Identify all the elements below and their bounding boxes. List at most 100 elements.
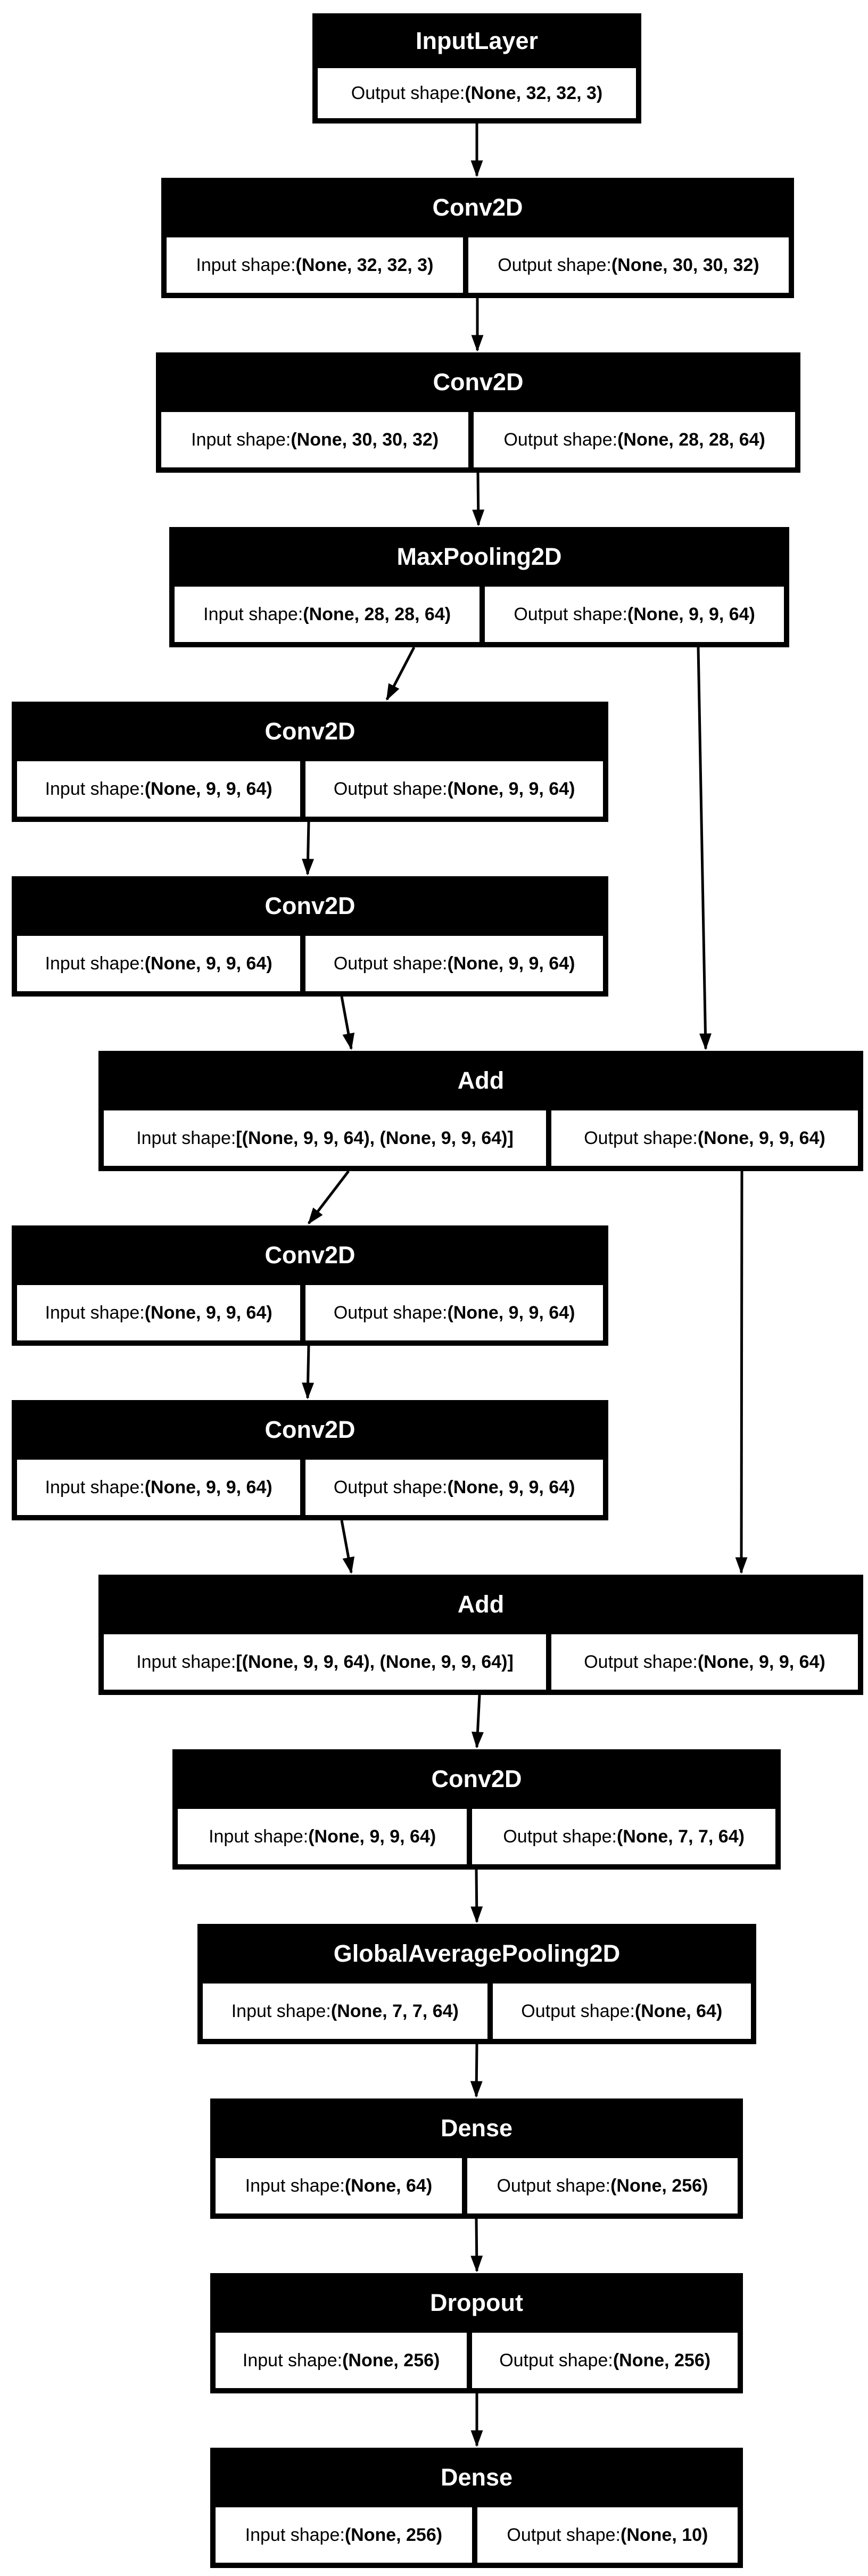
output-shape-value: (None, 9, 9, 64) — [697, 1127, 825, 1148]
input-shape-cell: Input shape: (None, 9, 9, 64) — [17, 1460, 301, 1515]
output-shape-cell: Output shape: (None, 9, 9, 64) — [305, 1460, 604, 1515]
layer-type-label: Dense — [440, 2464, 513, 2491]
edge-skip-max-pooling2d-to-add-1 — [697, 647, 712, 1050]
input-shape-value: (None, 9, 9, 64) — [144, 1302, 272, 1323]
output-shape-value: (None, 9, 9, 64) — [447, 778, 575, 799]
output-shape-value: (None, 64) — [634, 2001, 723, 2021]
output-shape-cell: Output shape: (None, 9, 9, 64) — [551, 1110, 858, 1166]
output-shape-prefix: Output shape: — [584, 1127, 698, 1148]
layer-type-label: MaxPooling2D — [396, 543, 562, 570]
output-shape-value: (None, 10) — [621, 2524, 708, 2545]
output-shape-cell: Output shape: (None, 7, 7, 64) — [472, 1809, 776, 1864]
output-shape-value: (None, 9, 9, 64) — [447, 1477, 575, 1497]
input-shape-value: (None, 30, 30, 32) — [291, 429, 439, 450]
input-shape-value: (None, 9, 9, 64) — [144, 778, 272, 799]
output-shape-value: (None, 9, 9, 64) — [627, 604, 755, 624]
layer-node-dense-2: Dense Input shape: (None, 256) Output sh… — [210, 2448, 743, 2568]
output-shape-cell: Output shape: (None, 28, 28, 64) — [474, 412, 796, 467]
input-shape-cell: Input shape: (None, 9, 9, 64) — [178, 1809, 467, 1864]
input-shape-prefix: Input shape: — [45, 778, 145, 799]
input-shape-cell: Input shape: (None, 256) — [216, 2507, 472, 2563]
input-shape-cell: Input shape: (None, 32, 32, 3) — [167, 237, 463, 293]
input-shape-cell: Input shape: (None, 64) — [216, 2158, 462, 2213]
layer-type-label: Conv2D — [264, 718, 356, 745]
edge-conv2d-6-to-add-2 — [340, 1520, 355, 1574]
input-shape-value: [(None, 9, 9, 64), (None, 9, 9, 64)] — [236, 1127, 514, 1148]
output-shape-prefix: Output shape: — [503, 1826, 617, 1847]
input-shape-prefix: Input shape: — [45, 953, 145, 974]
output-shape-prefix: Output shape: — [507, 2524, 621, 2545]
output-shape-value: (None, 7, 7, 64) — [616, 1826, 745, 1847]
input-shape-prefix: Input shape: — [136, 1127, 236, 1148]
edge-add-1-to-conv2d-5 — [308, 1170, 350, 1225]
edge-add-2-to-conv2d-7 — [472, 1694, 484, 1749]
input-shape-prefix: Input shape: — [203, 604, 303, 624]
input-shape-value: (None, 9, 9, 64) — [144, 953, 272, 974]
output-shape-value: (None, 9, 9, 64) — [697, 1651, 825, 1672]
input-shape-prefix: Input shape: — [45, 1302, 145, 1323]
edge-conv2d-5-to-conv2d-6 — [302, 1345, 315, 1400]
input-shape-prefix: Input shape: — [191, 429, 291, 450]
input-shape-value: (None, 64) — [344, 2175, 433, 2196]
layer-type-label: Conv2D — [432, 194, 523, 221]
output-shape-cell: Output shape: (None, 9, 9, 64) — [305, 936, 604, 991]
output-shape-cell: Output shape: (None, 32, 32, 3) — [318, 68, 636, 118]
output-shape-value: (None, 30, 30, 32) — [611, 254, 759, 275]
output-shape-cell: Output shape: (None, 256) — [472, 2333, 738, 2388]
output-shape-cell: Output shape: (None, 9, 9, 64) — [305, 1285, 604, 1340]
output-shape-value: (None, 9, 9, 64) — [447, 953, 575, 974]
layer-node-conv2d-3: Conv2D Input shape: (None, 9, 9, 64) Out… — [12, 702, 608, 822]
layer-node-dropout: Dropout Input shape: (None, 256) Output … — [210, 2273, 743, 2393]
input-shape-value: (None, 32, 32, 3) — [295, 254, 434, 275]
layer-type-label: Conv2D — [264, 1241, 356, 1269]
edge-skip-add-1-to-add-2 — [735, 1171, 748, 1574]
output-shape-cell: Output shape: (None, 9, 9, 64) — [485, 587, 784, 642]
output-shape-value: (None, 256) — [610, 2175, 708, 2196]
edge-conv2d-7-to-global-average-pooling2d — [470, 1869, 483, 1923]
input-shape-prefix: Input shape: — [245, 2175, 345, 2196]
layer-node-conv2d-5: Conv2D Input shape: (None, 9, 9, 64) Out… — [12, 1225, 608, 1346]
input-shape-prefix: Input shape: — [209, 1826, 309, 1847]
input-shape-value: [(None, 9, 9, 64), (None, 9, 9, 64)] — [236, 1651, 514, 1672]
input-shape-cell: Input shape: (None, 7, 7, 64) — [203, 1984, 487, 2039]
layer-type-label: Add — [457, 1591, 505, 1618]
input-shape-value: (None, 9, 9, 64) — [308, 1826, 436, 1847]
output-shape-prefix: Output shape: — [351, 83, 465, 103]
input-shape-cell: Input shape: (None, 9, 9, 64) — [17, 761, 301, 817]
edge-max-pooling2d-to-conv2d-3 — [385, 646, 416, 701]
layer-node-conv2d-2: Conv2D Input shape: (None, 30, 30, 32) O… — [156, 352, 800, 473]
output-shape-cell: Output shape: (None, 256) — [467, 2158, 738, 2213]
edge-global-average-pooling2d-to-dense-1 — [470, 2044, 483, 2098]
layer-node-conv2d-1: Conv2D Input shape: (None, 32, 32, 3) Ou… — [161, 178, 794, 298]
layer-node-conv2d-4: Conv2D Input shape: (None, 9, 9, 64) Out… — [12, 876, 608, 997]
output-shape-cell: Output shape: (None, 30, 30, 32) — [468, 237, 789, 293]
output-shape-value: (None, 256) — [613, 2350, 711, 2371]
input-shape-cell: Input shape: (None, 28, 28, 64) — [175, 587, 480, 642]
layer-type-label: Conv2D — [264, 1416, 356, 1443]
input-shape-cell: Input shape: (None, 30, 30, 32) — [161, 412, 469, 467]
output-shape-prefix: Output shape: — [333, 953, 448, 974]
output-shape-prefix: Output shape: — [499, 2350, 613, 2371]
layer-type-label: InputLayer — [415, 27, 539, 54]
output-shape-prefix: Output shape: — [333, 778, 448, 799]
input-shape-prefix: Input shape: — [242, 2350, 343, 2371]
output-shape-prefix: Output shape: — [498, 254, 611, 275]
output-shape-prefix: Output shape: — [333, 1477, 448, 1497]
input-shape-value: (None, 28, 28, 64) — [303, 604, 451, 624]
output-shape-cell: Output shape: (None, 9, 9, 64) — [551, 1634, 858, 1690]
layer-node-add-2: Add Input shape: [(None, 9, 9, 64), (Non… — [98, 1575, 863, 1695]
layer-type-label: Dense — [440, 2114, 513, 2142]
layer-node-dense-1: Dense Input shape: (None, 64) Output sha… — [210, 2098, 743, 2219]
input-shape-value: (None, 256) — [344, 2524, 443, 2545]
layer-node-conv2d-6: Conv2D Input shape: (None, 9, 9, 64) Out… — [12, 1400, 608, 1520]
layer-node-conv2d-7: Conv2D Input shape: (None, 9, 9, 64) Out… — [172, 1749, 781, 1870]
edge-dense-1-to-dropout — [470, 2218, 483, 2273]
input-shape-cell: Input shape: [(None, 9, 9, 64), (None, 9… — [104, 1634, 547, 1690]
output-shape-prefix: Output shape: — [521, 2001, 635, 2021]
input-shape-cell: Input shape: [(None, 9, 9, 64), (None, 9… — [104, 1110, 547, 1166]
input-shape-cell: Input shape: (None, 9, 9, 64) — [17, 936, 301, 991]
input-shape-value: (None, 256) — [342, 2350, 440, 2371]
input-shape-value: (None, 7, 7, 64) — [330, 2001, 459, 2021]
layer-type-label: Dropout — [430, 2289, 523, 2316]
